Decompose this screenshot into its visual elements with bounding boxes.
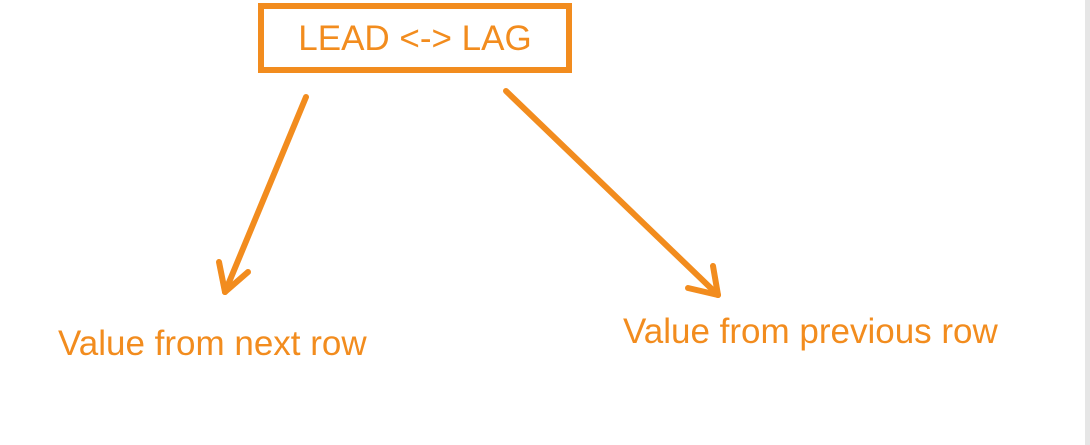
previous-row-label: Value from previous row [623,312,998,351]
next-row-label: Value from next row [58,324,367,363]
lead-lag-title: LEAD <-> LAG [298,18,532,58]
left-arrow [216,94,309,295]
lead-lag-box: LEAD <-> LAG [258,3,572,73]
right-arrow [503,88,721,298]
window-edge [1085,0,1090,445]
